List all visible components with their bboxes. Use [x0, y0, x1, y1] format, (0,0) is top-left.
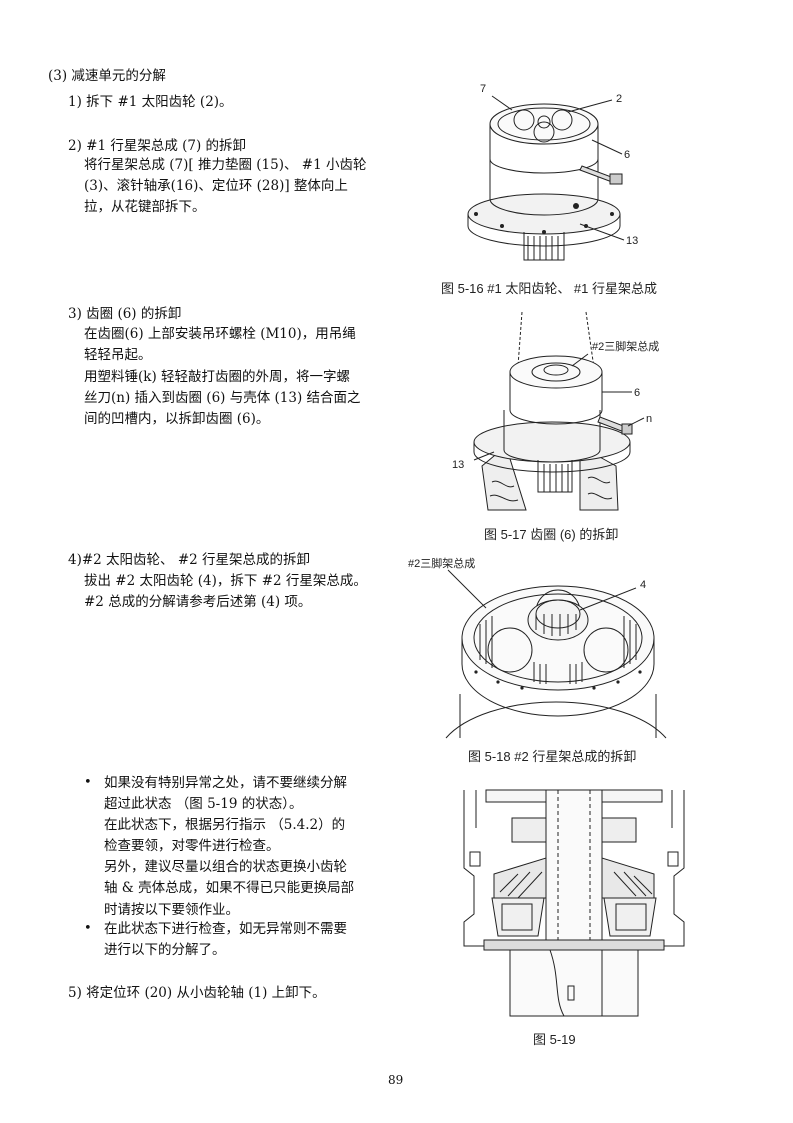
fig-5-17-label: 13: [452, 459, 464, 471]
note-line: 检查要领，对零件进行检查。: [104, 838, 280, 854]
figure-5-16-caption: 图 5-16 #1 太阳齿轮、 #1 行星架总成: [441, 281, 657, 296]
figure-5-17-caption: 图 5-17 齿圈 (6) 的拆卸: [484, 527, 619, 542]
figure-5-16-planetary-carrier-illustration: 7 2 6 13: [467, 83, 638, 261]
note-line: 在此状态下，根据另行指示 （5.4.2）的: [104, 817, 346, 833]
step-5: 5) 将定位环 (20) 从小齿轮轴 (1) 上卸下。: [68, 985, 326, 1001]
note-bullet: •: [84, 775, 92, 790]
step-3-title: 3) 齿圈 (6) 的拆卸: [68, 306, 182, 322]
figure-5-19-caption: 图 5-19: [533, 1032, 576, 1047]
note-line: 超过此状态 （图 5-19 的状态）。: [104, 796, 303, 812]
fig-5-16-label: 2: [616, 93, 622, 105]
fig-5-17-label: #2三脚架总成: [592, 339, 659, 353]
figure-5-18-second-carrier-removal-illustration: #2三脚架总成 4: [408, 556, 667, 739]
note-line: 在此状态下进行检查，如无异常则不需要: [104, 921, 347, 937]
fig-5-17-label: 6: [634, 387, 640, 399]
note-line: 轴 & 壳体总成，如果不得已只能更换局部: [104, 880, 355, 896]
step-4-title: 4)#2 太阳齿轮、 #2 行星架总成的拆卸: [68, 552, 311, 568]
step-2-title: 2) #1 行星架总成 (7) 的拆卸: [68, 138, 247, 154]
note-line: 如果没有特别异常之处，请不要继续分解: [104, 775, 347, 791]
step-1: 1) 拆下 #1 太阳齿轮 (2)。: [68, 94, 233, 110]
step-4-line: 拔出 #2 太阳齿轮 (4)，拆下 #2 行星架总成。: [84, 573, 367, 589]
note-line: 进行以下的分解了。: [104, 942, 226, 958]
section-heading: (3) 减速单元的分解: [48, 68, 166, 84]
step-4-line: #2 总成的分解请参考后述第 (4) 项。: [84, 594, 312, 610]
step-2-line: (3)、滚针轴承(16)、定位环 (28)] 整体向上: [84, 178, 348, 194]
step-3-line: 丝刀(n) 插入到齿圈 (6) 与壳体 (13) 结合面之: [84, 390, 361, 406]
fig-5-16-label: 6: [624, 149, 630, 161]
step-3-line: 用塑料锤(k) 轻轻敲打齿圈的外周，将一字螺: [84, 369, 351, 385]
fig-5-17-label: n: [646, 413, 652, 425]
fig-5-18-label: #2三脚架总成: [408, 556, 475, 570]
step-3-line: 在齿圈(6) 上部安装吊环螺栓 (M10)，用吊绳: [84, 326, 356, 342]
step-2-line: 将行星架总成 (7)[ 推力垫圈 (15)、 #1 小齿轮: [84, 157, 367, 173]
figure-5-19-cross-section-illustration: [463, 789, 685, 1017]
fig-5-16-label: 7: [480, 83, 486, 95]
step-3-line: 间的凹槽内，以拆卸齿圈 (6)。: [84, 411, 270, 427]
fig-5-16-label: 13: [626, 235, 638, 247]
note-line: 时请按以下要领作业。: [104, 902, 239, 918]
step-2-line: 拉，从花键部拆下。: [84, 199, 206, 215]
note-line: 另外，建议尽量以组合的状态更换小齿轮: [104, 859, 347, 875]
note-bullet: •: [84, 921, 92, 936]
figure-5-17-ring-gear-removal-illustration: #2三脚架总成 6 n 13: [452, 311, 659, 511]
step-3-line: 轻轻吊起。: [84, 347, 152, 363]
figure-5-18-caption: 图 5-18 #2 行星架总成的拆卸: [468, 749, 637, 764]
page-number: 89: [388, 1073, 404, 1087]
fig-5-18-label: 4: [640, 579, 646, 591]
